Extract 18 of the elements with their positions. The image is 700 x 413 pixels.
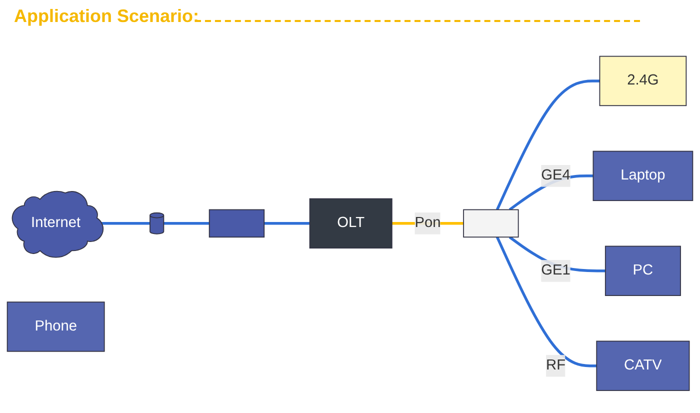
node-box: CATV: [596, 340, 690, 392]
edge-label: GE1: [541, 262, 570, 278]
edge-label: Pon: [414, 215, 441, 231]
node-box: OLT: [309, 198, 392, 249]
node-box: PC: [604, 246, 681, 296]
node-box: 2.4G: [599, 56, 687, 106]
node-box: Laptop: [592, 150, 694, 202]
edge-label: RF: [546, 358, 566, 374]
node-box: Phone: [6, 302, 105, 352]
node-cylinder: [150, 212, 164, 234]
node-box: [208, 209, 265, 238]
connector: [496, 236, 597, 368]
edge-label: GE4: [541, 168, 570, 184]
connector: [264, 222, 310, 225]
connector: [101, 222, 150, 225]
node-box: [463, 209, 519, 238]
diagram-title: Application Scenario:: [14, 6, 200, 27]
connector: [164, 222, 210, 225]
